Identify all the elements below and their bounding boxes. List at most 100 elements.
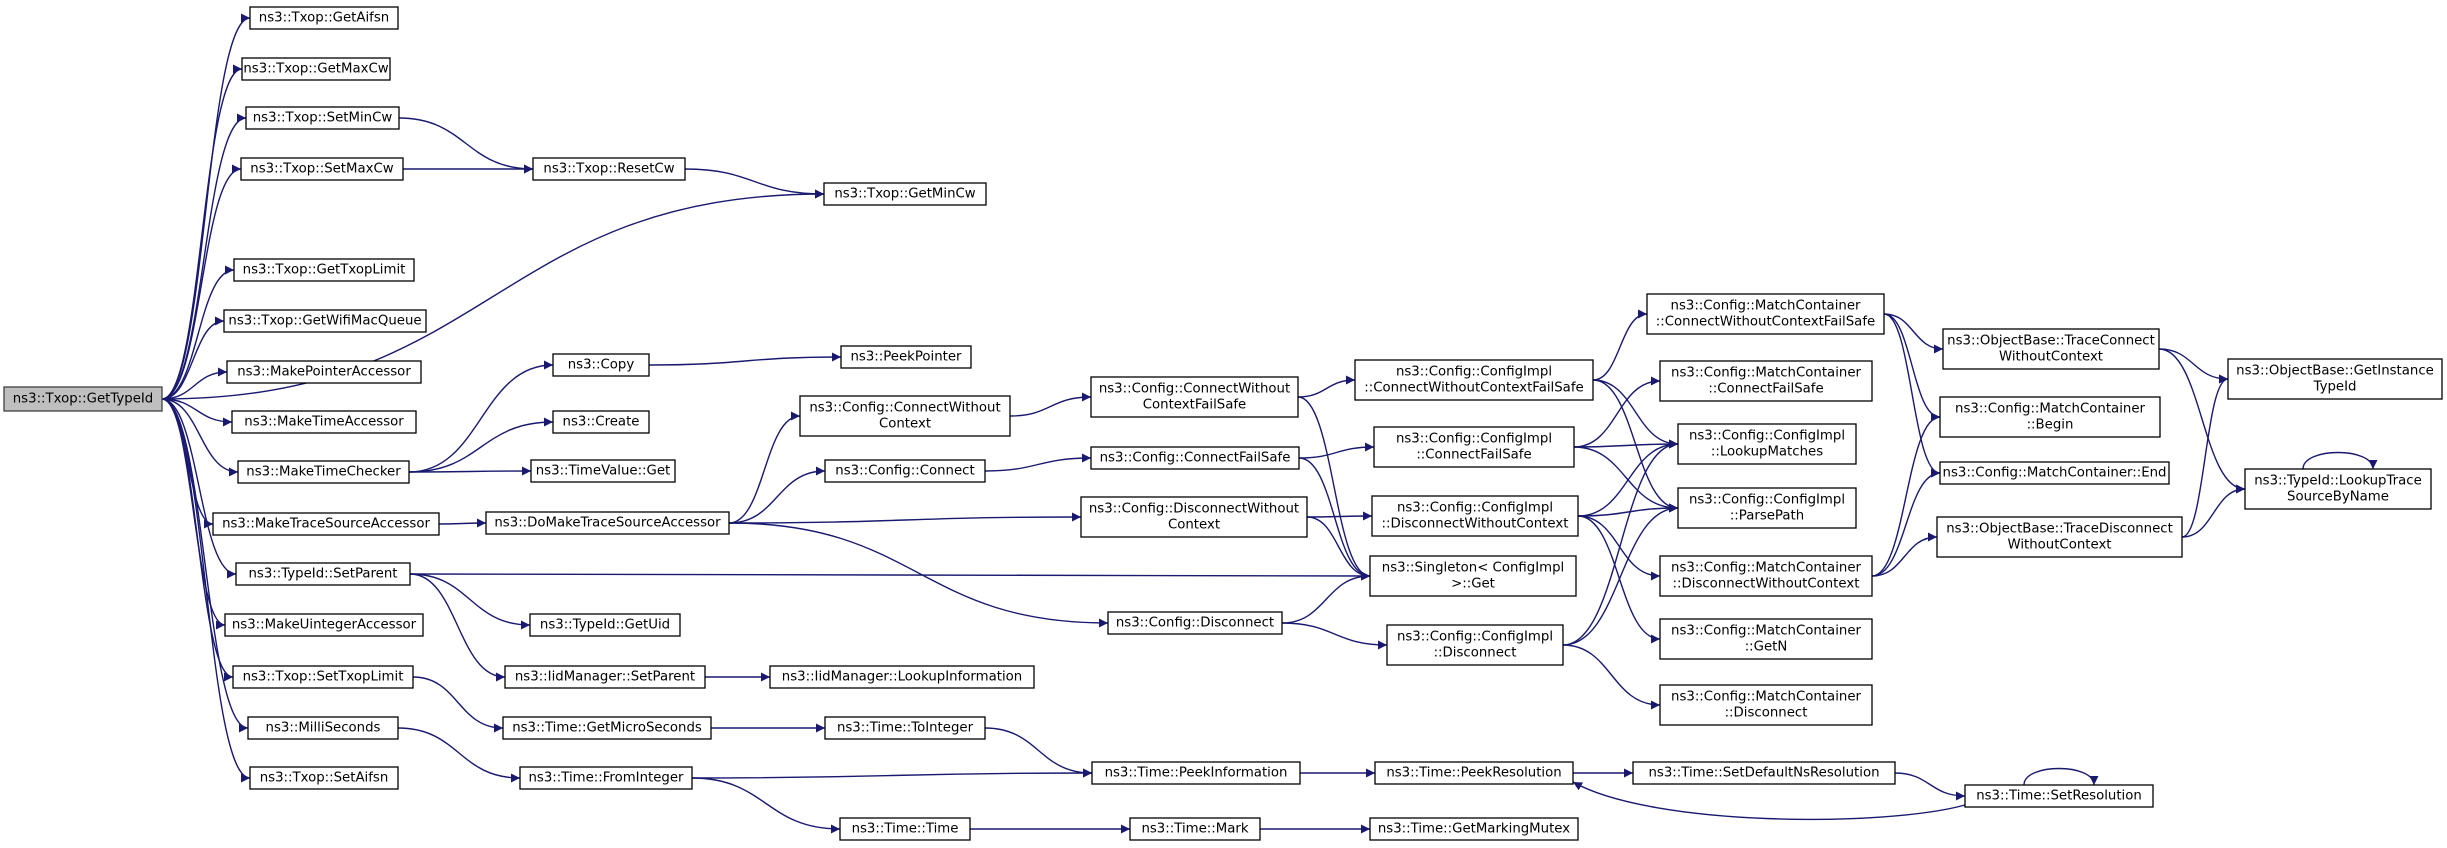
node-box (1373, 426, 1575, 468)
node-mc-connect-without-context-fail-safe[interactable]: ns3::Config::MatchContainer::ConnectWith… (1646, 293, 1885, 335)
node-peek-pointer[interactable]: ns3::PeekPointer (840, 345, 972, 369)
node-from-integer[interactable]: ns3::Time::FromInteger (519, 766, 693, 790)
node-mc-disconnect[interactable]: ns3::Config::MatchContainer::Disconnect (1659, 684, 1873, 726)
edge-root-to-make-time-accessor (161, 398, 233, 427)
node-ob-trace-connect-without-context[interactable]: ns3::ObjectBase::TraceConnectWithoutCont… (1942, 328, 2160, 370)
node-impl-connect-fail-safe[interactable]: ns3::Config::ConfigImpl::ConnectFailSafe (1373, 426, 1575, 468)
edge-config-connect-without-context-fail-safe-to-impl-connect-without-context-fail-safe (1297, 375, 1356, 398)
node-label: ::GetN (1745, 640, 1788, 655)
node-label: ns3::Txop::GetMinCw (834, 187, 975, 202)
edge-config-connect-fail-safe-to-impl-connect-fail-safe (1298, 442, 1375, 459)
node-root[interactable]: ns3::Txop::GetTypeId (3, 386, 163, 412)
node-reset-cw[interactable]: ns3::Txop::ResetCw (532, 157, 686, 181)
node-config-disconnect-without-context[interactable]: ns3::Config::DisconnectWithoutContext (1080, 496, 1308, 538)
node-get-micro-seconds[interactable]: ns3::Time::GetMicroSeconds (502, 716, 712, 740)
node-label: ns3::Txop::SetMaxCw (250, 162, 394, 177)
node-make-time-accessor[interactable]: ns3::MakeTimeAccessor (231, 410, 417, 434)
node-ob-trace-disconnect-without-context[interactable]: ns3::ObjectBase::TraceDisconnectWithoutC… (1936, 516, 2183, 558)
edge-impl-connect-fail-safe-to-mc-connect-fail-safe (1573, 376, 1661, 448)
node-do-make-trace-source-accessor[interactable]: ns3::DoMakeTraceSourceAccessor (485, 511, 730, 535)
edge-set-resolution-to-peek-resolution (1572, 781, 1966, 821)
node-peek-information[interactable]: ns3::Time::PeekInformation (1091, 761, 1301, 785)
node-create[interactable]: ns3::Create (552, 410, 650, 434)
edge-ob-trace-disconnect-without-context-to-lookup-trace-source-by-name (2181, 484, 2246, 538)
node-box (799, 395, 1011, 437)
edge-set-min-cw-to-reset-cw (398, 117, 534, 174)
node-get-max-cw[interactable]: ns3::Txop::GetMaxCw (241, 57, 391, 81)
node-make-pointer-accessor[interactable]: ns3::MakePointerAccessor (226, 360, 422, 384)
edge-root-to-set-max-cw (161, 164, 242, 400)
node-time-mark[interactable]: ns3::Time::Mark (1129, 817, 1261, 841)
edge-from-integer-to-peek-information (691, 768, 1093, 779)
node-label: ns3::Time::SetDefaultNsResolution (1648, 766, 1879, 781)
node-label: ns3::TimeValue::Get (536, 464, 671, 479)
node-get-marking-mutex[interactable]: ns3::Time::GetMarkingMutex (1369, 817, 1579, 841)
call-edges (161, 13, 2378, 834)
node-mc-begin[interactable]: ns3::Config::MatchContainer::Begin (1939, 396, 2161, 438)
node-config-connect[interactable]: ns3::Config::Connect (824, 459, 986, 483)
node-get-aifsn[interactable]: ns3::Txop::GetAifsn (249, 6, 399, 30)
node-label: ns3::Config::MatchContainer (1671, 624, 1861, 639)
node-milli-seconds[interactable]: ns3::MilliSeconds (247, 716, 399, 740)
node-set-default-ns-resolution[interactable]: ns3::Time::SetDefaultNsResolution (1632, 761, 1896, 785)
node-label: WithoutContext (1999, 350, 2103, 365)
node-set-txop-limit[interactable]: ns3::Txop::SetTxopLimit (232, 665, 414, 689)
node-label: ::ConnectWithoutContextFailSafe (1364, 381, 1583, 396)
node-label: ns3::Txop::ResetCw (543, 162, 674, 177)
node-impl-disconnect[interactable]: ns3::Config::ConfigImpl::Disconnect (1386, 624, 1564, 666)
node-label: ns3::IidManager::SetParent (515, 670, 695, 685)
node-label: ns3::Txop::SetMinCw (253, 111, 393, 126)
node-copy[interactable]: ns3::Copy (552, 353, 650, 377)
node-type-id-set-parent[interactable]: ns3::TypeId::SetParent (235, 562, 411, 586)
node-make-time-checker[interactable]: ns3::MakeTimeChecker (237, 460, 410, 484)
edge-impl-disconnect-without-context-to-mc-disconnect-without-context (1577, 515, 1661, 581)
node-parse-path[interactable]: ns3::Config::ConfigImpl::ParsePath (1677, 487, 1857, 529)
node-get-min-cw[interactable]: ns3::Txop::GetMinCw (823, 182, 987, 206)
edge-mc-disconnect-without-context-to-mc-begin (1871, 412, 1941, 577)
node-time-value-get[interactable]: ns3::TimeValue::Get (530, 459, 676, 483)
node-box (224, 613, 424, 637)
node-mc-get-n[interactable]: ns3::Config::MatchContainer::GetN (1659, 618, 1873, 660)
node-iid-lookup-information[interactable]: ns3::IidManager::LookupInformation (769, 665, 1035, 689)
node-box (1080, 496, 1308, 538)
node-mc-connect-fail-safe[interactable]: ns3::Config::MatchContainer::ConnectFail… (1659, 360, 1873, 402)
node-config-disconnect[interactable]: ns3::Config::Disconnect (1107, 611, 1283, 635)
node-set-max-cw[interactable]: ns3::Txop::SetMaxCw (240, 157, 404, 181)
node-label: ns3::MakeTimeChecker (246, 465, 401, 480)
node-lookup-matches[interactable]: ns3::Config::ConfigImpl::LookupMatches (1677, 423, 1857, 465)
node-make-uinteger-accessor[interactable]: ns3::MakeUintegerAccessor (224, 613, 424, 637)
edge-impl-disconnect-to-lookup-matches (1562, 439, 1679, 646)
node-get-wifi-mac-queue[interactable]: ns3::Txop::GetWifiMacQueue (223, 309, 427, 333)
node-set-aifsn[interactable]: ns3::Txop::SetAifsn (249, 766, 399, 790)
node-box (824, 716, 986, 740)
edge-do-make-trace-source-accessor-to-config-disconnect (728, 522, 1109, 628)
node-box (1369, 555, 1577, 597)
node-label: ns3::Time::Time (852, 822, 959, 837)
node-mc-disconnect-without-context[interactable]: ns3::Config::MatchContainer::DisconnectW… (1659, 555, 1873, 597)
edge-config-disconnect-to-impl-disconnect (1281, 622, 1388, 650)
node-mc-end[interactable]: ns3::Config::MatchContainer::End (1939, 461, 2170, 485)
node-type-id-get-uid[interactable]: ns3::TypeId::GetUid (529, 613, 681, 637)
node-singleton-get[interactable]: ns3::Singleton< ConfigImpl>::Get (1369, 555, 1577, 597)
node-config-connect-fail-safe[interactable]: ns3::Config::ConnectFailSafe (1090, 446, 1300, 470)
node-set-resolution[interactable]: ns3::Time::SetResolution (1964, 784, 2154, 808)
node-label: ns3::Config::ConfigImpl (1397, 501, 1553, 516)
node-impl-connect-without-context-fail-safe[interactable]: ns3::Config::ConfigImpl::ConnectWithoutC… (1354, 359, 1594, 401)
edge-config-disconnect-without-context-to-impl-disconnect-without-context (1306, 511, 1373, 521)
node-box (1090, 446, 1300, 470)
node-peek-resolution[interactable]: ns3::Time::PeekResolution (1374, 761, 1574, 785)
node-config-connect-without-context[interactable]: ns3::Config::ConnectWithoutContext (799, 395, 1011, 437)
node-to-integer[interactable]: ns3::Time::ToInteger (824, 716, 986, 740)
node-time-time[interactable]: ns3::Time::Time (839, 817, 971, 841)
node-config-connect-without-context-fail-safe[interactable]: ns3::Config::ConnectWithoutContextFailSa… (1090, 376, 1299, 418)
node-make-trace-source-accessor[interactable]: ns3::MakeTraceSourceAccessor (212, 512, 440, 536)
node-impl-disconnect-without-context[interactable]: ns3::Config::ConfigImpl::DisconnectWitho… (1371, 495, 1579, 537)
node-label: ns3::Time::Mark (1141, 822, 1248, 837)
node-set-min-cw[interactable]: ns3::Txop::SetMinCw (245, 106, 400, 130)
node-get-txop-limit[interactable]: ns3::Txop::GetTxopLimit (233, 258, 415, 282)
node-label: ns3::TypeId::GetUid (540, 618, 670, 633)
node-iid-set-parent[interactable]: ns3::IidManager::SetParent (504, 665, 706, 689)
node-box (1632, 761, 1896, 785)
